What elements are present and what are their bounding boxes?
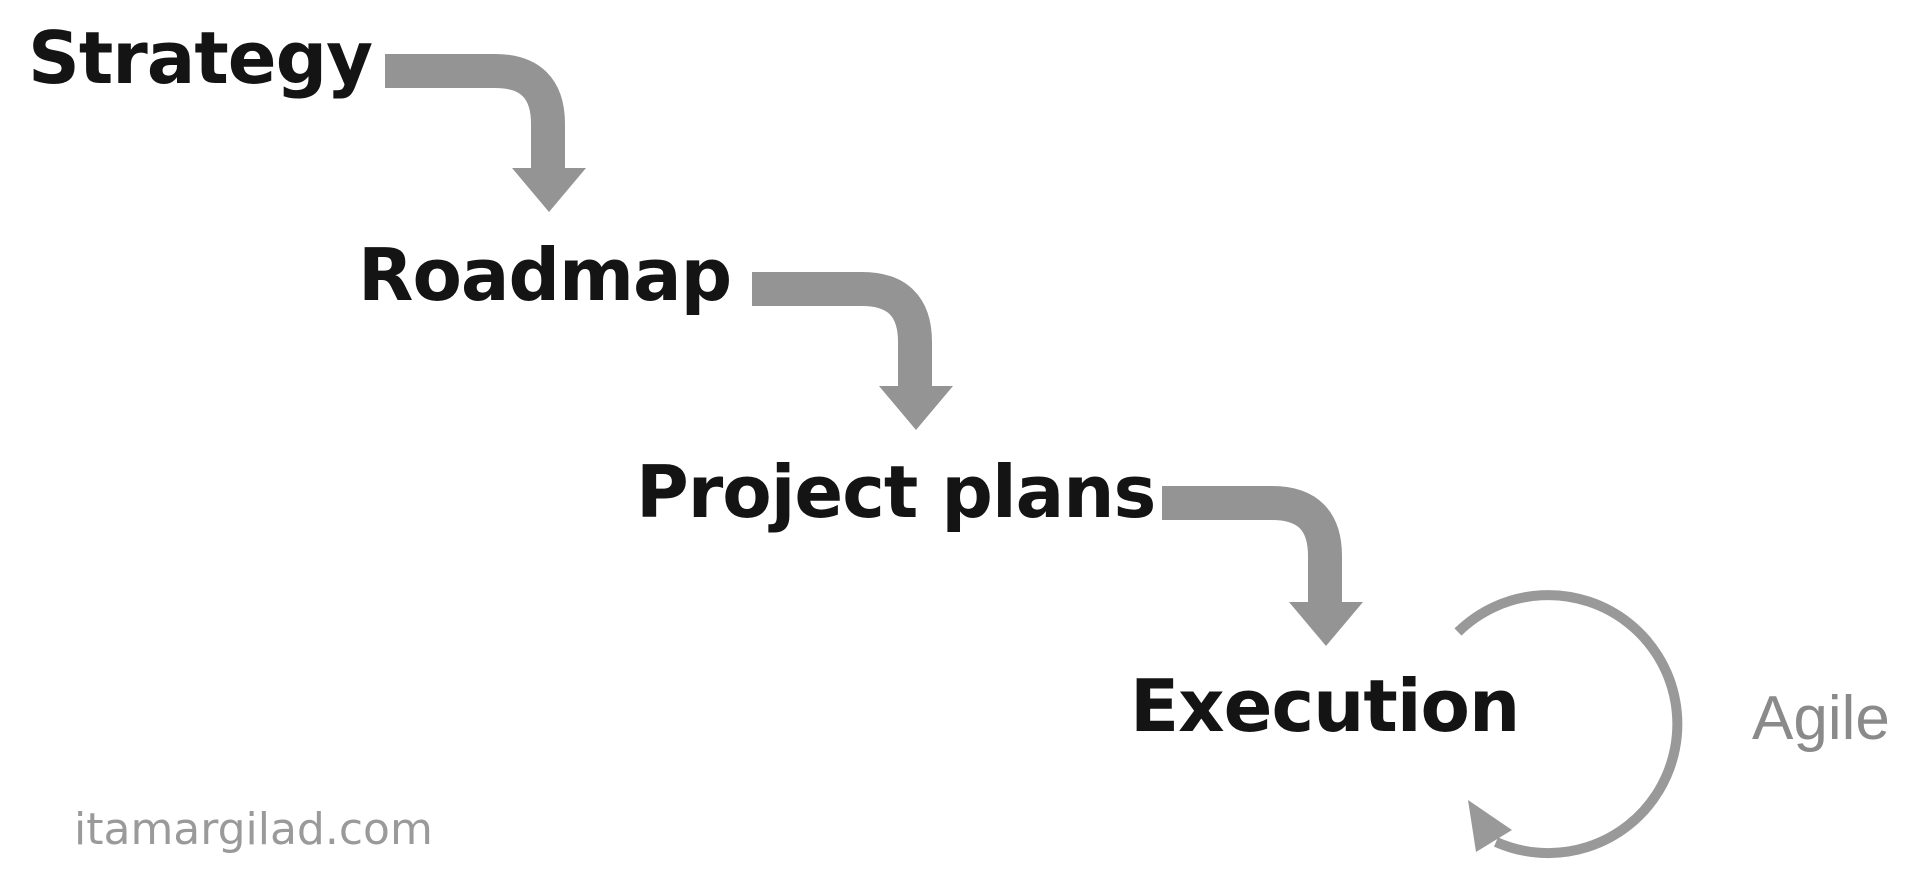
agile-loop-arrow	[1454, 590, 1683, 859]
step-execution: Execution	[1130, 664, 1520, 748]
agile-label: Agile	[1752, 684, 1890, 753]
arrow-strategy-to-roadmap	[385, 54, 586, 212]
step-roadmap: Roadmap	[358, 233, 732, 317]
arrow-project-plans-to-execution	[1162, 486, 1363, 646]
step-strategy: Strategy	[28, 16, 373, 100]
arrow-roadmap-to-project-plans	[752, 272, 953, 430]
step-project-plans: Project plans	[636, 450, 1156, 534]
site-watermark: itamargilad.com	[74, 804, 433, 855]
